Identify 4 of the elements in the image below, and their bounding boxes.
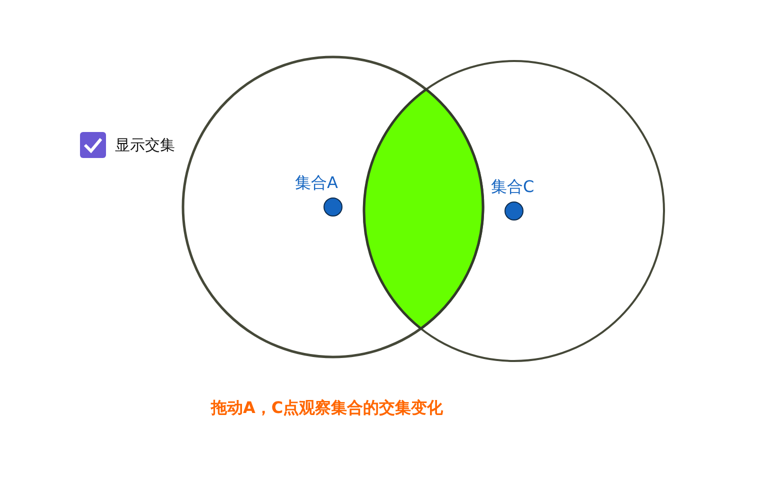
point-label: 集合A [295,173,338,194]
checkbox-label: 显示交集 [115,136,175,155]
instruction-text: 拖动A，C点观察集合的交集变化 [211,398,444,419]
point-label: 集合C [491,177,534,198]
